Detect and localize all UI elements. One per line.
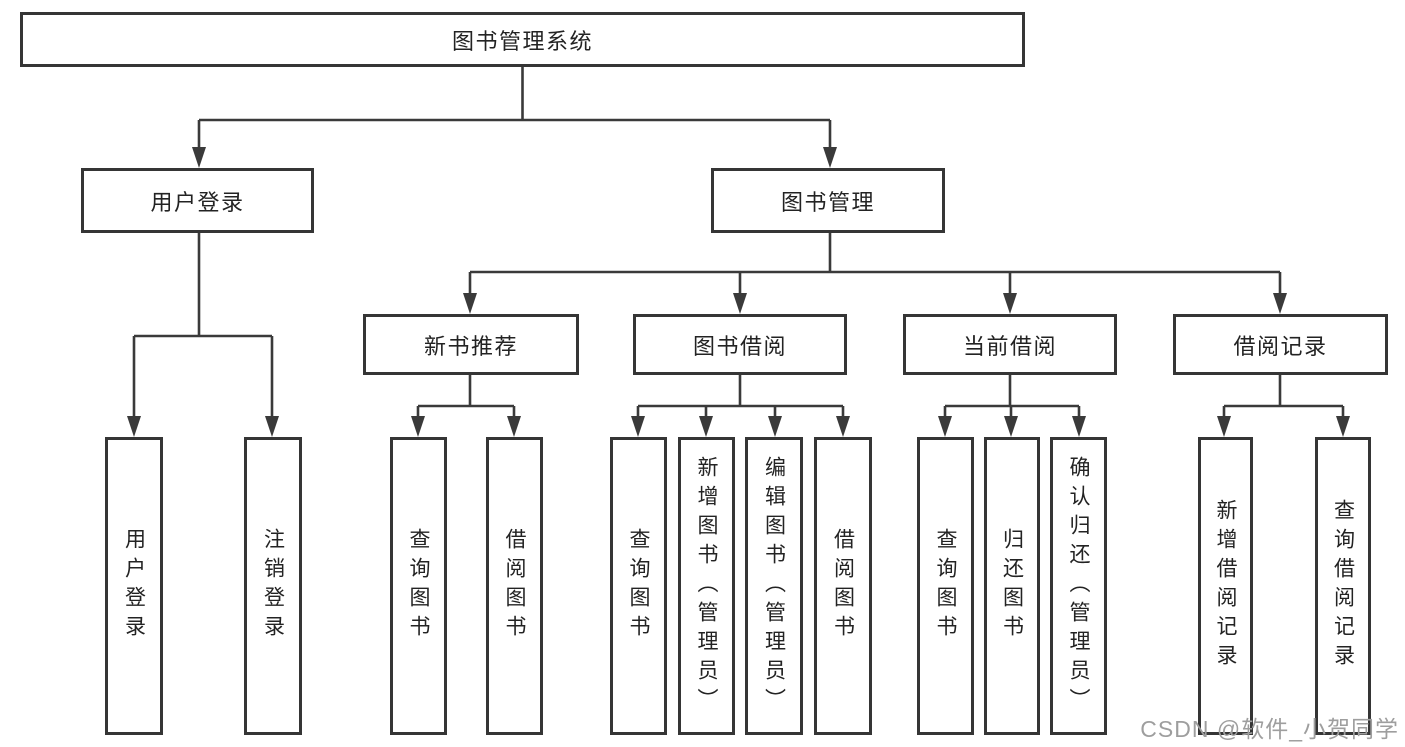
connector-path	[1222, 375, 1345, 419]
node-label: 查询图书	[627, 528, 650, 644]
node-label: 查询借阅记录	[1331, 499, 1355, 673]
connector-recommend-to-children	[411, 375, 521, 437]
arrow-down-icon	[1336, 416, 1350, 437]
connector-login-to-children	[127, 233, 279, 437]
connector-borrow-to-children	[631, 375, 850, 437]
arrow-down-icon	[938, 416, 952, 437]
connector-path	[943, 375, 1081, 419]
arrow-down-icon	[699, 416, 713, 437]
node-label: 用户登录	[150, 189, 245, 215]
node-label: 归还图书	[1000, 528, 1024, 644]
node-label: 新书推荐	[423, 333, 518, 359]
arrow-down-icon	[1004, 416, 1018, 437]
node-v-user-login: 用户登录	[105, 437, 163, 735]
arrow-down-icon	[127, 416, 141, 437]
connector-mgmt-to-level3	[463, 233, 1287, 314]
node-label: 查询图书	[407, 528, 430, 644]
arrow-down-icon	[631, 416, 645, 437]
node-label: 确认归还（管理员）	[1067, 455, 1090, 717]
connector-record-to-children	[1217, 375, 1350, 437]
arrow-down-icon	[463, 293, 477, 314]
node-new-book-recommend: 新书推荐	[363, 314, 579, 375]
arrow-down-icon	[507, 416, 521, 437]
arrow-down-icon	[768, 416, 782, 437]
arrow-down-icon	[1217, 416, 1231, 437]
connector-path	[468, 233, 1282, 296]
node-v-query-borrow-record: 查询借阅记录	[1315, 437, 1371, 735]
node-label: 查询图书	[934, 528, 957, 644]
node-label: 图书管理系统	[451, 28, 593, 54]
node-v-edit-book-admin: 编辑图书（管理员）	[745, 437, 803, 735]
node-current-borrow: 当前借阅	[903, 314, 1117, 375]
arrow-down-icon	[823, 147, 837, 168]
node-v-logout-login: 注销登录	[244, 437, 302, 735]
node-label: 新增图书（管理员）	[695, 455, 718, 717]
connector-path	[636, 375, 845, 419]
node-label: 用户登录	[122, 528, 146, 644]
node-label: 新增借阅记录	[1214, 499, 1237, 673]
arrow-down-icon	[836, 416, 850, 437]
node-label: 图书管理	[780, 189, 875, 215]
node-v-borrow-book-recommend: 借阅图书	[486, 437, 543, 735]
node-v-borrow-book: 借阅图书	[814, 437, 872, 735]
node-book-management: 图书管理	[711, 168, 945, 233]
node-book-borrow: 图书借阅	[633, 314, 847, 375]
arrow-down-icon	[1003, 293, 1017, 314]
node-v-confirm-return-admin: 确认归还（管理员）	[1050, 437, 1107, 735]
arrow-down-icon	[411, 416, 425, 437]
arrow-down-icon	[1072, 416, 1086, 437]
connector-root-to-level2	[192, 67, 837, 168]
node-user-login: 用户登录	[81, 168, 314, 233]
node-v-query-book-borrow: 查询图书	[610, 437, 667, 735]
arrow-down-icon	[733, 293, 747, 314]
node-label: 编辑图书（管理员）	[762, 455, 786, 717]
node-root: 图书管理系统	[20, 12, 1025, 67]
watermark: CSDN @软件_小贺同学	[1140, 716, 1399, 742]
connector-path	[197, 67, 832, 150]
node-label: 借阅记录	[1233, 333, 1328, 359]
node-label: 借阅图书	[503, 528, 526, 644]
connector-path	[416, 375, 516, 419]
node-v-add-borrow-record: 新增借阅记录	[1198, 437, 1253, 735]
arrow-down-icon	[265, 416, 279, 437]
node-label: 当前借阅	[962, 333, 1057, 359]
node-v-add-book-admin: 新增图书（管理员）	[678, 437, 735, 735]
arrow-down-icon	[192, 147, 206, 168]
node-label: 注销登录	[261, 528, 285, 644]
node-label: 借阅图书	[831, 528, 855, 644]
connector-current-to-children	[938, 375, 1086, 437]
connector-path	[132, 233, 274, 419]
node-v-query-book-current: 查询图书	[917, 437, 974, 735]
node-v-return-book: 归还图书	[984, 437, 1040, 735]
node-borrow-record: 借阅记录	[1173, 314, 1388, 375]
arrow-down-icon	[1273, 293, 1287, 314]
node-v-query-book-recommend: 查询图书	[390, 437, 447, 735]
node-label: 图书借阅	[692, 333, 787, 359]
